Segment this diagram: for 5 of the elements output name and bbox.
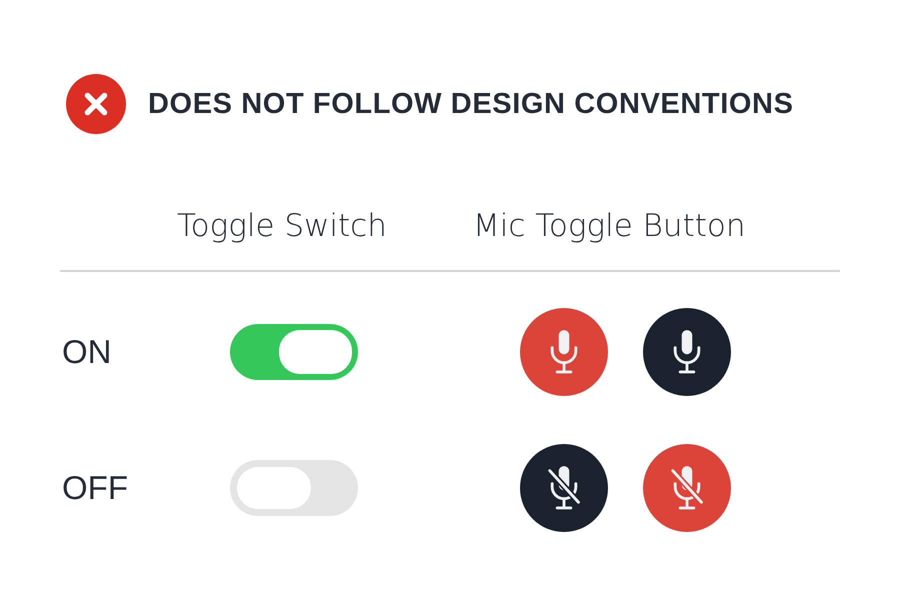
column-header: Mic Toggle Button bbox=[473, 207, 746, 246]
row-header: OFF bbox=[62, 468, 128, 508]
row-header: ON bbox=[62, 332, 112, 372]
column-header: Toggle Switch bbox=[177, 207, 387, 246]
title: DOES NOT FOLLOW DESIGN CONVENTIONS bbox=[148, 87, 794, 122]
